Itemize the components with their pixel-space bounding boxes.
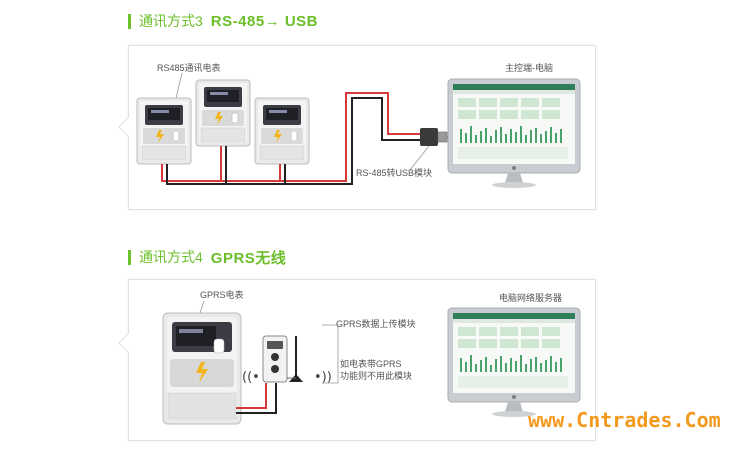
section3-heading: 通讯方式3 RS-485→ USB [128, 10, 318, 32]
module-callout-line [409, 145, 430, 171]
rs485-meter-1 [136, 97, 192, 165]
signal-waves-right-icon: •)) [314, 370, 332, 385]
section4-title-main: GPRS无线 [210, 249, 287, 267]
signal-waves-left-icon: ((• [242, 370, 260, 385]
rs485-module-label: RS-485转USB模块 [356, 167, 432, 178]
black-wire [236, 383, 277, 414]
section4-title-prefix: 通讯方式4 [139, 249, 203, 265]
gprs-meter [162, 312, 242, 425]
gprs-note-line2: 功能则不用此模块 [340, 370, 412, 381]
gprs-module-label: GPRS数据上传模块 [336, 318, 416, 329]
master-computer [447, 78, 581, 189]
gprs-note-line1: 如电表带GPRS [340, 358, 402, 369]
watermark: www.Cntrades.Com [528, 408, 721, 432]
network-server-label: 电脑网络服务器 [499, 292, 562, 303]
rs485-meter-2 [195, 79, 251, 147]
network-server-computer [447, 307, 581, 418]
rs485-meter-3 [254, 97, 310, 165]
master-computer-label: 主控端-电脑 [505, 62, 553, 73]
gprs-module-bracket [322, 324, 339, 384]
gprs-meter-wires [236, 383, 277, 414]
meter-callout-line [175, 72, 183, 99]
section4-heading: 通讯方式4 GPRS无线 [128, 246, 286, 268]
heading-accent-bar [128, 13, 131, 29]
rs485-meter-label: RS485通讯电表 [157, 62, 221, 73]
section3-title-prefix: 通讯方式3 [139, 13, 203, 29]
section3-title-main: RS-485→ USB [210, 12, 318, 30]
red-wire [236, 383, 267, 409]
rs485-meters [136, 79, 310, 165]
meter-callout-line [199, 300, 205, 314]
gprs-meter-label: GPRS电表 [200, 289, 244, 300]
heading-accent-bar [128, 249, 131, 265]
red-wire [161, 92, 420, 182]
gprs-upload-module [262, 335, 303, 383]
rs485-bus-wires [161, 92, 420, 185]
black-wire [166, 97, 420, 185]
